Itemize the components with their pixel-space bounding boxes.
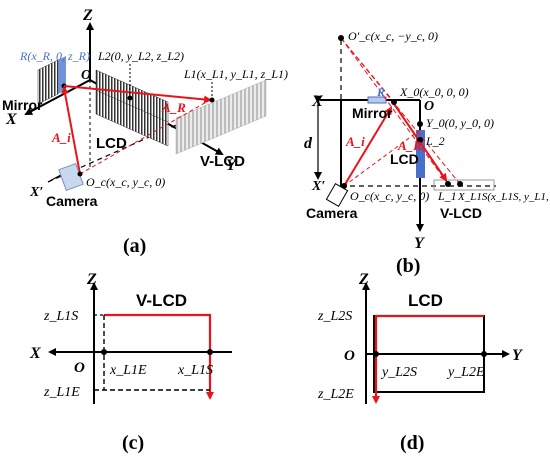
a-label-origin: O <box>81 68 91 83</box>
b-ray-to-lcd <box>343 129 421 187</box>
a-vector-ar <box>63 85 212 104</box>
a-label-point-l1: L1(x_L1, y_L1, z_L1) <box>183 67 288 81</box>
d-label-y-l2s: y_L2S <box>380 365 417 380</box>
a-point-l2 <box>127 95 133 101</box>
a-label-vec-ai: A_i <box>51 130 71 145</box>
a-label-point-oc: O_c(x_c, y_c, 0) <box>86 175 165 189</box>
d-label-y-l2e: y_L2E <box>446 365 485 380</box>
b-label-lcd: LCD <box>390 151 419 167</box>
b-label-axis-y: Y <box>414 235 425 252</box>
c-title: V-LCD <box>136 291 187 310</box>
b-point-ocp <box>338 35 344 41</box>
b-lcd-bar <box>416 130 425 178</box>
b-label-d: d <box>304 135 313 152</box>
a-label-vlcd: V-LCD <box>200 153 245 170</box>
a-point-l1 <box>209 97 215 103</box>
d-label-origin: O <box>344 348 355 364</box>
a-label-x: X <box>5 111 17 128</box>
d-red-path <box>372 314 484 404</box>
b-label-point-ocp: O′_c(x_c, −y_c, 0) <box>348 29 438 43</box>
b-point-l1 <box>445 181 451 187</box>
d-title: LCD <box>408 291 443 310</box>
b-point-x0 <box>391 99 397 105</box>
c-label-z-l1e: z_L1E <box>43 385 80 400</box>
d-point-y2e <box>481 351 487 357</box>
a-label-point-r: R(x_R, 0, z_R) <box>19 49 90 63</box>
d-point-y2s <box>373 351 379 357</box>
c-red-path <box>108 313 214 400</box>
panel-c: Z X O V-LCD z_L1S z_L1E x_L1E x_L1S (c) <box>29 271 232 454</box>
c-label-z: Z <box>86 271 97 288</box>
a-label-z: Z <box>82 7 93 24</box>
a-vector-ai <box>61 86 81 175</box>
c-label-x: X <box>29 345 41 362</box>
d-label-z: Z <box>358 271 369 288</box>
b-label-r: R <box>376 85 385 99</box>
b-label-point-oc: O_c(x_c, y_c, 0) <box>350 189 429 203</box>
a-x-axis <box>24 79 91 115</box>
b-label-point-l2: L_2 <box>425 134 445 148</box>
b-point-l2 <box>417 137 423 143</box>
a-label-point-l2: L2(0, y_L2, z_L2) <box>97 49 184 63</box>
b-label-camera: Camera <box>306 205 358 221</box>
b-label-origin: O <box>424 99 434 114</box>
b-label-point-x0: X_0(x_0, 0, 0) <box>399 85 469 99</box>
b-label-point-y0: Y_0(0, y_0, 0) <box>426 116 494 130</box>
a-label-lcd: LCD <box>96 135 127 152</box>
c-label-x-l1s: x_L1S <box>177 363 213 378</box>
d-label-z-l2s: z_L2S <box>317 309 352 324</box>
a-point-oc <box>77 171 83 177</box>
d-label-y: Y <box>512 347 523 364</box>
b-label-axis-x: X <box>311 93 323 110</box>
b-label-point-x1s: X_L1S(x_L1S, y_L1, 0) <box>457 191 550 203</box>
a-label-camera: Camera <box>46 193 98 209</box>
panel-b: O′_c(x_c, −y_c, 0) X_0(x_0, 0, 0) Y_0(0,… <box>304 29 550 277</box>
c-label-origin: O <box>74 360 85 376</box>
a-label-y: Y <box>226 157 237 174</box>
b-vector-ai <box>343 106 393 187</box>
d-label-z-l2e: z_L2E <box>317 387 354 402</box>
b-camera-icon <box>325 183 349 207</box>
c-label-z-l1s: z_L1S <box>43 309 78 324</box>
a-label-mirror: Mirror <box>2 97 43 113</box>
b-point-y0 <box>417 121 423 127</box>
a-label-xprime: X′ <box>29 185 43 200</box>
a-caption: (a) <box>123 235 146 257</box>
c-point-x1s <box>207 349 213 355</box>
a-label-vec-ar: A_R <box>161 100 186 115</box>
panel-d: Z Y O LCD z_L2S z_L2E y_L2S y_L2E (d) <box>317 271 523 454</box>
b-point-x1s <box>457 181 463 187</box>
b-virtual-ray-2 <box>340 37 449 185</box>
a-vlcd-panel <box>175 79 267 155</box>
c-label-x-l1e: x_L1E <box>109 363 147 378</box>
b-virtual-ray-1 <box>340 37 461 185</box>
d-caption: (d) <box>400 432 424 454</box>
panel-a: Z X Y O X′ R(x_R, 0, z_R) L2(0, y_L2, z_… <box>2 7 288 257</box>
c-point-x1e <box>101 349 107 355</box>
b-label-vec-ar: A_R <box>397 138 422 153</box>
a-lcd-panel-top <box>95 69 169 123</box>
b-label-xprime: X′ <box>311 179 325 194</box>
b-vlcd-box <box>433 179 495 191</box>
b-label-vec-ai: A_i <box>345 134 365 149</box>
b-label-vlcd: V-LCD <box>440 205 482 221</box>
b-virtual-ray-3 <box>340 37 395 103</box>
b-caption: (b) <box>396 255 420 277</box>
a-virtual-ray <box>79 99 211 175</box>
c-caption: (c) <box>122 432 144 454</box>
b-label-mirror: Mirror <box>352 105 393 121</box>
b-label-point-l1: L_1 <box>437 189 457 203</box>
